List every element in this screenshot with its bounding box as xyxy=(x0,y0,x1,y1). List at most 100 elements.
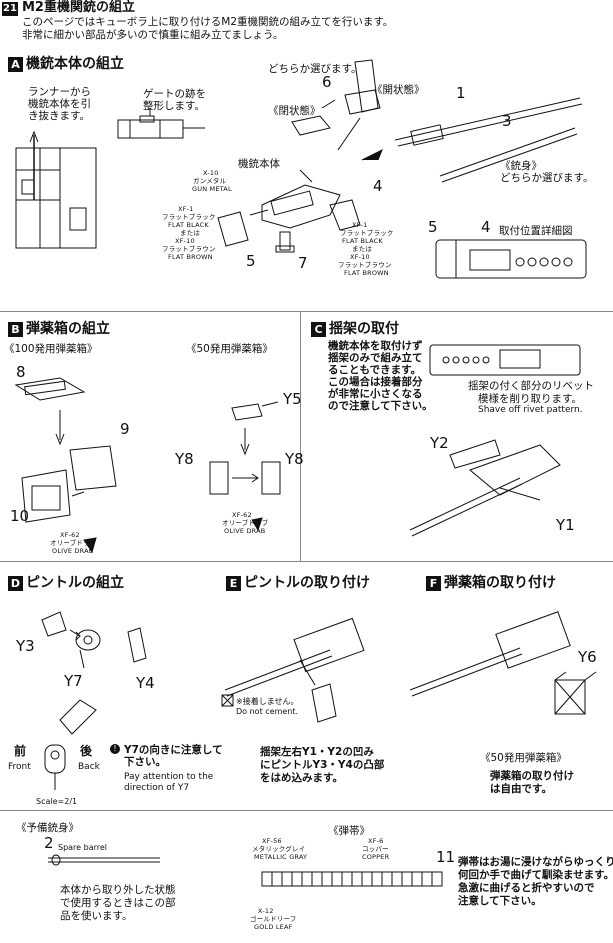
paint-gold-jp: ゴールドリーフ xyxy=(250,915,297,923)
part6-sketch xyxy=(291,59,381,151)
paint-left-3: FLAT BLACK xyxy=(168,221,209,229)
paint-gray-jp: メタリックグレイ xyxy=(252,845,306,853)
olive-1-en: OLIVE DRAB xyxy=(52,547,94,555)
part-label-y6: Y6 xyxy=(578,648,597,666)
ammo-100-subtitle: 《100発用弾薬箱》 xyxy=(4,343,98,355)
part-label-8: 8 xyxy=(16,363,26,381)
paint-right-6: フラットブラウン xyxy=(338,261,392,269)
section-b-badge: B xyxy=(8,321,23,337)
cradle-sketch xyxy=(409,344,581,537)
closed-state-label: 《閉状態》 xyxy=(268,105,321,117)
belt-note-4: 注意して下さい。 xyxy=(458,895,542,907)
paint-left-5: XF-10 xyxy=(175,237,195,245)
spare-note-2: で使用するときはこの部 xyxy=(60,897,176,909)
paint-gunmetal-code: X-10 xyxy=(203,169,219,177)
paint-left-1: XF-1 xyxy=(178,205,194,213)
ammo-50-mount-subtitle: 《50発用弾薬箱》 xyxy=(480,752,567,764)
pintle-note-3: をはめ込みます。 xyxy=(260,772,343,784)
gate-sketch xyxy=(117,108,205,139)
paint-left-7: FLAT BROWN xyxy=(168,253,213,261)
section-f-badge: F xyxy=(426,575,441,591)
paint-copper-code: XF-6 xyxy=(368,837,384,845)
choose-note: どちらか選びます。 xyxy=(268,63,362,75)
spare-part-en: Spare barrel xyxy=(58,843,108,852)
belt-note-1: 弾帯はお湯に浸けながらゆっくり xyxy=(458,856,613,868)
no-cement-en: Do not cement. xyxy=(236,707,299,716)
part-label-4: 4 xyxy=(373,177,383,195)
pintle-note-2: にピントルY3・Y4の凸部 xyxy=(260,759,385,771)
front-en: Front xyxy=(8,762,31,772)
olive-2-en: OLIVE DRAB xyxy=(224,527,266,535)
olive-2-jp: オリーブドラブ xyxy=(222,519,269,527)
cradle-note-1: 機銃本体を取付けず xyxy=(328,340,423,352)
paint-right-5: XF-10 xyxy=(350,253,370,261)
paint-copper-jp: コッパー xyxy=(362,845,389,853)
divider-bc-vertical xyxy=(300,311,301,561)
divider-ab xyxy=(0,311,613,312)
part-label-y7: Y7 xyxy=(64,672,83,690)
paint-gold-code: X-12 xyxy=(258,907,274,915)
section-d-badge: D xyxy=(8,575,23,591)
position-detail-sketch xyxy=(435,239,587,279)
pintle-note-1: 揺架左右Y1・Y2の凹み xyxy=(260,746,374,758)
part-label-y8-left: Y8 xyxy=(175,450,194,468)
olive-1-jp: オリーブドラブ xyxy=(50,539,97,547)
spare-note-3: 品を使います。 xyxy=(60,910,133,922)
intro-line-1: このページではキューボラ上に取り付けるM2重機関銃の組み立てを行います。 xyxy=(22,16,394,28)
gate-note-2: 整形します。 xyxy=(143,100,205,112)
rivet-note-1: 揺架の付く部分のリベット xyxy=(468,380,594,392)
back-en: Back xyxy=(78,762,100,772)
olive-2-code: XF-62 xyxy=(232,511,252,519)
part-label-7: 7 xyxy=(298,254,308,272)
paint-copper-en: COPPER xyxy=(362,853,390,861)
belt-note-2: 何回か手で曲げて馴染ませます。 xyxy=(458,869,613,881)
paint-right-4: または xyxy=(352,245,373,253)
runner-sketch xyxy=(15,130,97,249)
paint-left-4: または xyxy=(180,229,201,237)
page-number-badge: 21 xyxy=(2,2,18,16)
mount-note-1: 弾薬箱の取り付け xyxy=(490,770,574,782)
intro-line-2: 非常に細かい部品が多いので慎重に組み立てましょう。 xyxy=(22,29,284,41)
gate-note-1: ゲートの跡を xyxy=(143,88,206,100)
pintle-sketch xyxy=(41,611,147,790)
part-label-5: 5 xyxy=(246,252,256,270)
attention-jp-1: Y7の向きに注意して xyxy=(124,744,223,756)
ammo-box-100-sketch xyxy=(14,377,117,554)
olive-1-code: XF-62 xyxy=(60,531,80,539)
spare-title: 《予備銃身》 xyxy=(16,822,79,834)
gun-body-sketch xyxy=(217,169,361,253)
divider-bottom xyxy=(0,810,613,811)
scale-label: Scale=2/1 xyxy=(36,797,78,806)
cradle-note-3: ることもできます。 xyxy=(328,364,422,376)
spare-part-label: 2 xyxy=(44,834,54,852)
part-label-9: 9 xyxy=(120,420,130,438)
paint-right-2: フラットブラック xyxy=(340,229,394,237)
belt-part-label: 11 xyxy=(436,848,456,866)
attention-en-1: Pay attention to the xyxy=(124,772,214,782)
detail-part-label-5: 5 xyxy=(428,218,438,236)
part-label-y5: Y5 xyxy=(283,390,302,408)
ammo-box-mount-sketch xyxy=(409,611,597,715)
cradle-note-4: この場合は接着部分 xyxy=(328,376,423,388)
paint-gunmetal-jp: ガンメタル xyxy=(193,177,227,185)
attention-en-2: direction of Y7 xyxy=(124,783,190,793)
paint-gunmetal-en: GUN METAL xyxy=(192,185,232,193)
runner-note-2: 機銃本体を引 xyxy=(28,98,91,110)
attention-icon: ! xyxy=(110,744,120,754)
ammo-belt-sketch xyxy=(261,871,443,887)
back-jp: 後 xyxy=(80,744,93,758)
mount-note-2: は自由です。 xyxy=(490,783,552,795)
runner-note-1: ランナーから xyxy=(28,86,91,98)
paint-left-2: フラットブラック xyxy=(162,213,216,221)
position-detail-label: 取付位置詳細図 xyxy=(499,225,573,237)
paint-gray-en: METALLIC GRAY xyxy=(254,853,308,861)
spare-note-1: 本体から取り外した状態 xyxy=(60,884,176,896)
front-jp: 前 xyxy=(14,744,27,758)
paint-right-3: FLAT BLACK xyxy=(342,237,383,245)
